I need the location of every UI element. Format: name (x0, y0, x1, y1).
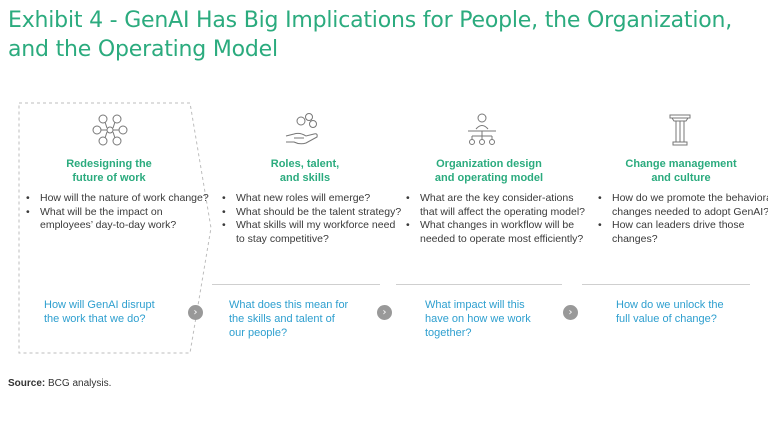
bullet-list: What are the key consider-ations that wi… (398, 192, 590, 246)
network-people-icon (92, 114, 128, 146)
chevron-right-icon: › (377, 305, 392, 320)
bullet-item: How can leaders drive those changes? (598, 219, 768, 246)
bullet-item: How do we promote the behavioral changes… (598, 192, 768, 219)
chevron-right-icon: › (563, 305, 578, 320)
divider-line (582, 284, 750, 285)
bullet-list: How do we promote the behavioral changes… (590, 192, 768, 246)
column-heading: Roles, talent,and skills (270, 158, 340, 184)
bullet-item: What are the key consider-ations that wi… (406, 192, 590, 219)
bullet-item: What will be the impact on employees’ da… (26, 206, 210, 233)
chevron-right-icon: › (188, 305, 203, 320)
bullet-item: How will the nature of work change? (26, 192, 210, 206)
bullet-item: What should be the talent strategy? (222, 206, 406, 220)
divider-line (212, 284, 380, 285)
bullet-item: What changes in workflow will be needed … (406, 219, 590, 246)
source-note: Source: BCG analysis. (8, 378, 112, 389)
org-chart-icon (468, 113, 496, 145)
divider-line (396, 284, 562, 285)
bullet-list: What new roles will emerge? What should … (214, 192, 406, 246)
bullet-item: What new roles will emerge? (222, 192, 406, 206)
hand-with-people-icon (285, 113, 318, 145)
highlight-frame (18, 102, 212, 354)
page-title: Exhibit 4 - GenAI Has Big Implications f… (8, 8, 733, 62)
bullet-list: How will the nature of work change? What… (18, 192, 210, 233)
bullet-item: What skills will my workforce need to st… (222, 219, 406, 246)
pillar-icon (669, 114, 691, 146)
